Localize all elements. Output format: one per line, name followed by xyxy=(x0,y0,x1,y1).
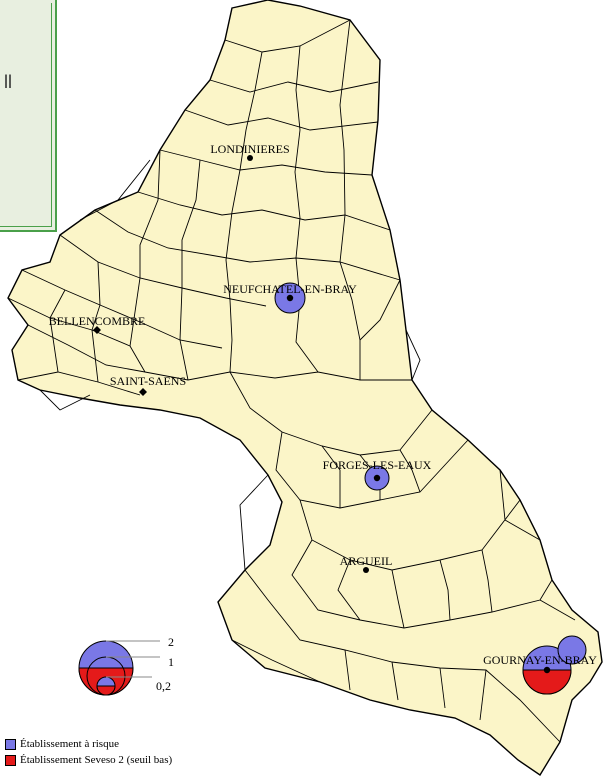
town-label: GOURNAY-EN-BRAY xyxy=(483,653,597,667)
town-label: ARGUEIL xyxy=(340,554,393,568)
town-label: BELLENCOMBRE xyxy=(49,314,146,328)
legend: Établissement à risque Établissement Sev… xyxy=(5,736,172,768)
risk-circle-gournay-east xyxy=(557,635,587,665)
town-label: FORGES-LES-EAUX xyxy=(323,458,432,472)
town-dot-londinieres xyxy=(247,155,253,161)
legend-label-seveso: Établissement Seveso 2 (seuil bas) xyxy=(20,754,173,766)
size-legend-label: 1 xyxy=(168,655,174,669)
size-legend: 2 1 0,2 xyxy=(78,635,174,696)
town-label: NEUFCHATEL-EN-BRAY xyxy=(223,282,357,296)
town-dot-saint-saens xyxy=(139,388,147,396)
town-dot-argueil xyxy=(363,567,369,573)
size-legend-small-red-half xyxy=(96,685,116,696)
town-dot-gournay xyxy=(543,666,551,674)
town-points xyxy=(93,155,551,674)
town-dot-bellencombre xyxy=(93,326,101,334)
town-label: SAINT-SAENS xyxy=(110,374,186,388)
town-label: LONDINIERES xyxy=(210,142,289,156)
commune-boundaries xyxy=(7,19,576,743)
size-legend-label: 2 xyxy=(168,635,174,649)
legend-label-risk: Établissement à risque xyxy=(20,738,119,750)
region-outline xyxy=(7,0,603,776)
info-box: ll xyxy=(0,0,57,232)
legend-item-risk: Établissement à risque xyxy=(5,736,172,752)
town-dot-neufchatel xyxy=(286,294,294,302)
town-dot-forges xyxy=(373,474,381,482)
legend-item-seveso: Établissement Seveso 2 (seuil bas) xyxy=(5,752,172,768)
legend-swatch-risk xyxy=(5,738,16,750)
size-legend-label: 0,2 xyxy=(156,679,171,693)
seveso-circle-gournay xyxy=(522,669,572,695)
legend-swatch-seveso xyxy=(5,754,16,766)
